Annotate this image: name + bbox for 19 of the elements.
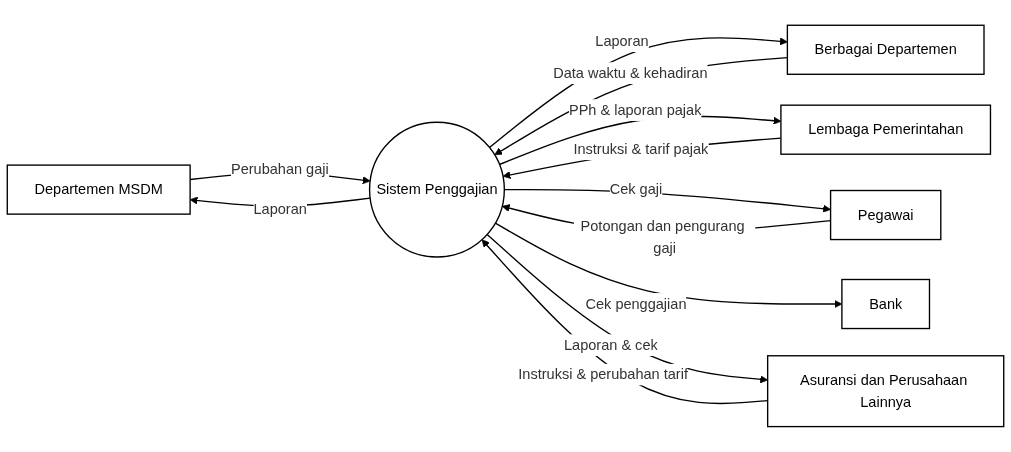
edge-label: Cek penggajian (585, 295, 687, 312)
node-circle: Sistem Penggajian (368, 121, 505, 258)
edge-label: Instruksi & tarif pajak (573, 141, 709, 157)
node-box: Pegawai (829, 189, 942, 241)
edge-label: Data waktu & kehadiran (553, 65, 708, 81)
edge-label: Potongan dan pengurang gaji (580, 218, 745, 256)
node-box: Asuransi dan Perusahaan Lainnya (766, 355, 1005, 428)
edge-label: Laporan (253, 201, 307, 217)
node-box: Departemen MSDM (6, 164, 191, 215)
edge-label: Laporan (595, 32, 649, 49)
edge-label: PPh & laporan pajak (568, 101, 702, 118)
edge-label: Cek gaji (609, 181, 663, 197)
node-box: Berbagai Departemen (786, 24, 985, 76)
edge-label: Perubahan gaji (230, 161, 329, 177)
edge-label: Instruksi & perubahan tarif (518, 366, 688, 382)
arrow (486, 233, 768, 384)
node-box: Bank (841, 278, 931, 330)
node-box: Lembaga Pemerintahan (780, 104, 992, 155)
edge-label: Laporan & cek (564, 337, 658, 353)
